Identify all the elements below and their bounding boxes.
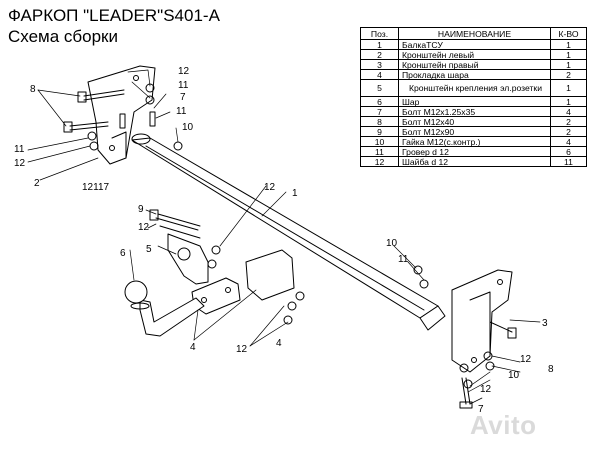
callout-6: 6 (120, 248, 126, 259)
tow-beam (131, 133, 446, 331)
socket-bracket (167, 233, 209, 285)
right-bracket (451, 269, 513, 373)
callout-9: 9 (138, 204, 144, 215)
callout-12117: 12117 (82, 182, 110, 193)
callout-12-low: 12 (480, 384, 492, 395)
callout-10-right: 10 (386, 238, 398, 249)
callout-7-low: 7 (478, 404, 484, 415)
callout-11-mid: 11 (176, 106, 187, 117)
callout-11: 11 (14, 144, 25, 155)
callout-12: 12 (14, 158, 26, 169)
tow-ball (124, 280, 205, 337)
callout-1: 1 (292, 188, 298, 199)
callout-12-right: 12 (520, 354, 532, 365)
callout-3: 3 (542, 318, 548, 329)
left-bracket (87, 65, 156, 165)
callout-7: 7 (180, 92, 186, 103)
cell-quantity: 11 (550, 156, 587, 167)
nuts-and-washers (87, 83, 495, 389)
callout-5: 5 (146, 244, 152, 255)
callout-labels: 8 11 12 2 12117 12 11 7 11 10 12 1 9 12 … (14, 66, 554, 415)
callout-4: 4 (190, 342, 196, 353)
callout-10: 10 (182, 122, 194, 133)
callout-11-right: 11 (398, 254, 409, 265)
callout-8-right: 8 (548, 364, 554, 375)
callout-12-top: 12 (178, 66, 190, 77)
callout-4-right: 4 (276, 338, 282, 349)
callout-12-bottom: 12 (236, 344, 248, 355)
callout-11-top: 11 (178, 80, 189, 91)
bolts (63, 89, 517, 409)
table-header-row: Поз. НАИМЕНОВАНИЕ К-ВО (360, 27, 587, 40)
callout-12-center: 12 (264, 182, 276, 193)
callout-8: 8 (30, 84, 36, 95)
leader-lines (27, 69, 541, 405)
diagram-title: ФАРКОП "LEADER"S401-A (8, 6, 220, 25)
watermark-logo: Avito (470, 410, 537, 440)
callout-12-left: 12 (138, 222, 150, 233)
diagram-subtitle: Схема сборки (8, 27, 118, 46)
callout-2: 2 (34, 178, 40, 189)
callout-11-low: 10 (508, 370, 520, 381)
